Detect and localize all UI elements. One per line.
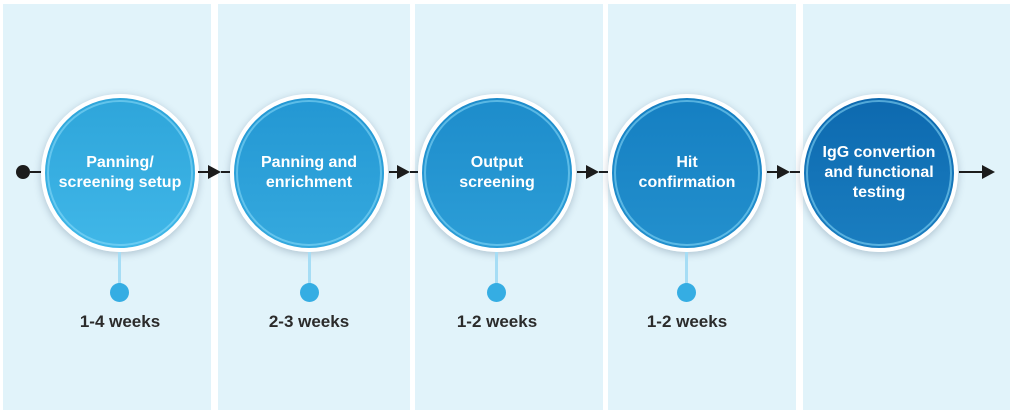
flow-arrow-4 [767,165,800,179]
start-dot-icon [16,165,30,179]
duration-label: 1-2 weeks [646,312,728,331]
arrow-line [577,171,586,173]
duration-label: 2-3 weeks [268,312,350,331]
stage-circle-panning-screening-setup: Panning/ screening setup [41,94,199,252]
duration-label: 1-2 weeks [456,312,538,331]
arrowhead-right-icon [397,165,410,179]
timeline-start-marker [16,165,45,179]
arrow-line [767,171,777,173]
arrow-line [599,171,608,173]
stage-circle-panning-and-enrichment: Panning and enrichment [230,94,388,252]
duration-dot-icon [487,283,506,302]
arrowhead-right-icon [586,165,599,179]
flow-arrow-1 [198,165,230,179]
flow-arrow-end [959,165,995,179]
duration-connector-line [118,252,121,284]
arrow-line [790,171,800,173]
duration-connector-line [685,252,688,284]
arrow-line [198,171,208,173]
stage-label: Hit confirmation [638,154,736,191]
arrowhead-right-icon [777,165,790,179]
duration-connector-line [308,252,311,284]
arrow-line [959,171,982,173]
arrow-line [220,171,230,173]
stage-label: Panning/ screening setup [58,154,182,191]
flow-arrow-2 [389,165,418,179]
start-line [30,171,45,173]
arrowhead-right-icon [207,165,221,179]
arrowhead-right-icon [982,165,995,179]
flow-arrow-3 [577,165,608,179]
duration-label: 1-4 weeks [79,312,161,331]
duration-connector-line [495,252,498,284]
arrow-line [389,171,397,173]
duration-dot-icon [677,283,696,302]
duration-dot-icon [110,283,129,302]
duration-dot-icon [300,283,319,302]
stage-label: IgG convertion and functional testing [822,144,936,201]
stage-label: Panning and enrichment [261,154,357,191]
stage-circle-hit-confirmation: Hit confirmation [608,94,766,252]
stage-label: Output screening [459,154,535,191]
stage-circle-igg-convertion-functional-testing: IgG convertion and functional testing [800,94,958,252]
arrow-line [410,171,418,173]
stage-circle-output-screening: Output screening [418,94,576,252]
